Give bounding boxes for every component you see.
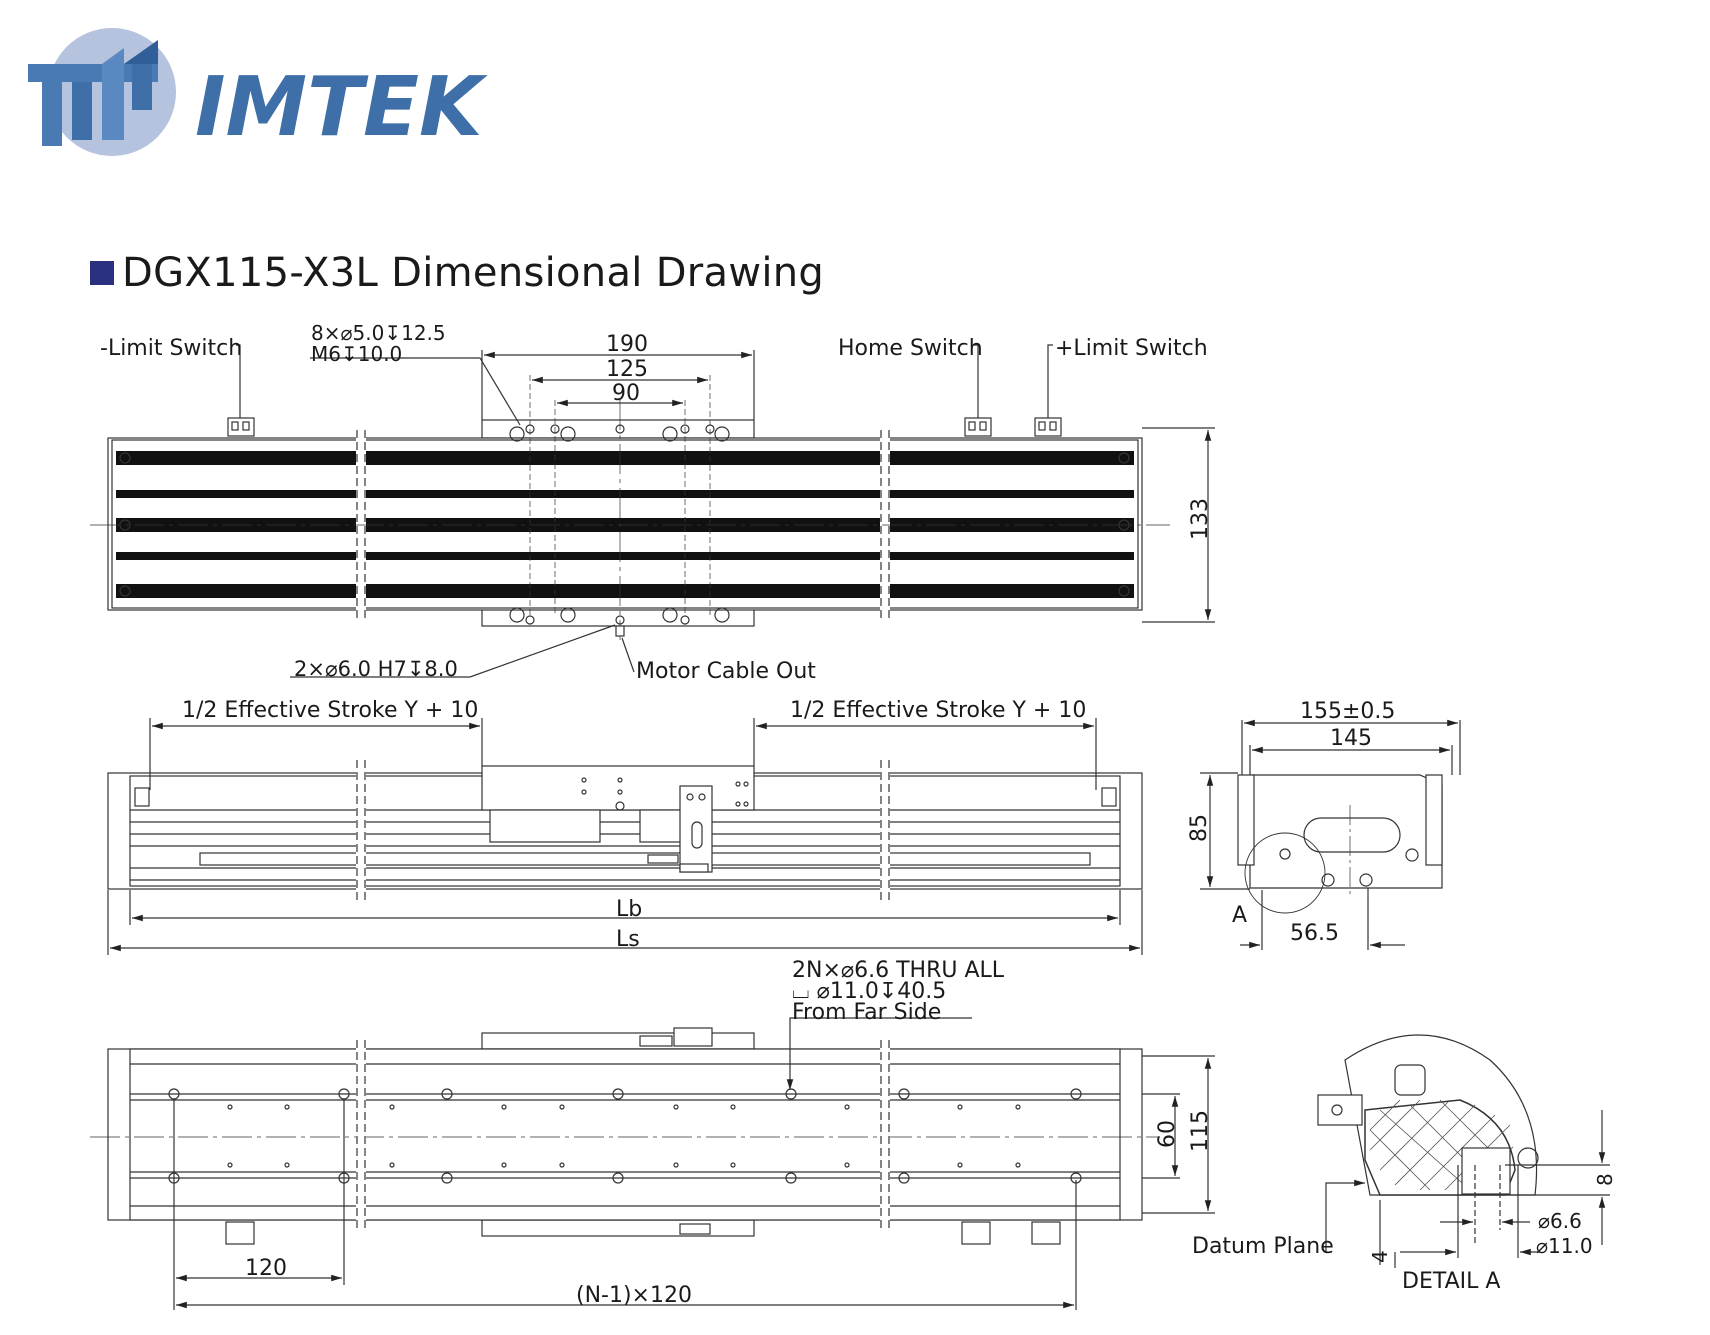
datum-plane-label: Datum Plane [1192, 1234, 1334, 1259]
half-stroke-right-label: 1/2 Effective Stroke Y + 10 [790, 698, 1086, 723]
plus-limit-switch-label: +Limit Switch [1055, 336, 1208, 361]
dim-90: 90 [612, 381, 640, 406]
rail-5 [116, 584, 1134, 598]
half-stroke-left-label: 1/2 Effective Stroke Y + 10 [182, 698, 478, 723]
dim-56-5: 56.5 [1290, 921, 1339, 946]
pin-holes-label: 2×⌀6.0 H7↧8.0 [294, 657, 458, 681]
top-view [90, 344, 1215, 678]
dim-4: 4 [1368, 1250, 1392, 1263]
home-switch-label: Home Switch [838, 336, 983, 361]
page-title: DGX115-X3L Dimensional Drawing [122, 250, 825, 296]
rail-4 [116, 552, 1134, 560]
dim-145: 145 [1330, 726, 1372, 751]
holes-spec-line1: 8×⌀5.0↧12.5 [311, 321, 446, 345]
dim-115: 115 [1188, 1110, 1213, 1152]
detail-a-bracket [1317, 1094, 1363, 1126]
carriage-top [481, 419, 755, 439]
detail-a-view [1317, 1034, 1610, 1268]
end-view [1200, 719, 1461, 950]
dim-6-6: ⌀6.6 [1538, 1209, 1582, 1233]
title-row: DGX115-X3L Dimensional Drawing [90, 250, 824, 296]
dim-133: 133 [1188, 498, 1213, 540]
carriage-side [481, 765, 755, 811]
detail-a-ref: A [1232, 903, 1247, 928]
mounting-spec-line3: From Far Side [792, 1000, 941, 1025]
side-view [107, 718, 1143, 955]
dim-n-minus-1-120: (N-1)×120 [576, 1283, 692, 1308]
dim-60: 60 [1155, 1120, 1180, 1148]
dim-125: 125 [606, 357, 648, 382]
dim-120: 120 [245, 1256, 287, 1281]
dim-11: ⌀11.0 [1536, 1234, 1593, 1258]
rail-2 [116, 490, 1134, 498]
imtek-logo: IMTEK [20, 20, 540, 185]
dim-ls: Ls [616, 927, 640, 952]
detail-a-label: DETAIL A [1402, 1269, 1500, 1294]
bottom-view [90, 1017, 1215, 1310]
dim-85: 85 [1187, 814, 1212, 842]
dim-lb: Lb [616, 897, 642, 922]
holes-spec-line2: M6↧10.0 [311, 342, 402, 366]
rail-1 [116, 451, 1134, 465]
title-marker-square [90, 261, 114, 285]
dim-190: 190 [606, 332, 648, 357]
dim-155: 155±0.5 [1300, 699, 1395, 724]
motor-cable-label: Motor Cable Out [636, 659, 816, 684]
minus-limit-switch-label: -Limit Switch [100, 336, 242, 361]
mounting-holes [168, 1088, 1082, 1184]
logo-wordmark: IMTEK [195, 60, 488, 155]
mounting-spec-line2: ⌴ ⌀11.0↧40.5 [792, 979, 946, 1004]
dim-8: 8 [1593, 1173, 1617, 1186]
detail-a-circle [1244, 832, 1326, 914]
mounting-spec-line1: 2N×⌀6.6 THRU ALL [792, 958, 1005, 983]
